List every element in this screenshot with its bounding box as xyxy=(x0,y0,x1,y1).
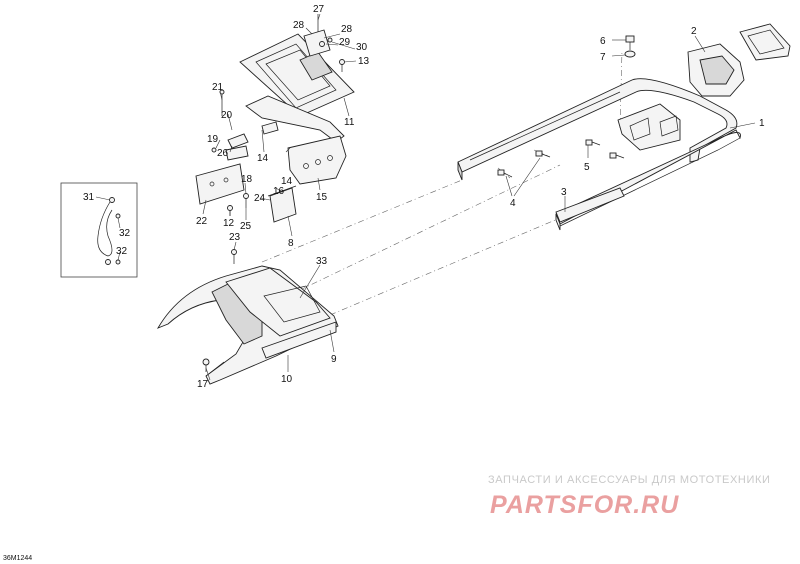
callout-32-upper: 32 xyxy=(119,228,131,239)
callout-labels: 1 2 3 4 5 6 7 8 9 10 11 12 13 14 14 15 1… xyxy=(83,4,765,390)
part-3-lower-tube xyxy=(555,187,625,223)
callout-18: 18 xyxy=(241,174,253,185)
callout-25: 25 xyxy=(240,221,252,232)
parts-19-20-21-26 xyxy=(211,89,249,161)
callout-3: 3 xyxy=(561,187,567,198)
watermark-tagline: ЗАПЧАСТИ И АКСЕССУАРЫ ДЛЯ МОТОТЕХНИКИ xyxy=(488,474,770,486)
callout-24: 24 xyxy=(254,193,266,204)
bolts-4-5 xyxy=(497,139,625,178)
screw-23 xyxy=(231,249,237,264)
reference-code: 36M1244 xyxy=(3,555,32,562)
callout-8: 8 xyxy=(288,238,294,249)
callout-28-right: 28 xyxy=(341,24,353,35)
callout-17: 17 xyxy=(197,379,209,390)
callout-23: 23 xyxy=(229,232,241,243)
callout-7: 7 xyxy=(600,52,606,63)
leader-lines xyxy=(95,13,756,381)
screw-17 xyxy=(202,358,210,372)
callout-9: 9 xyxy=(331,354,337,365)
callout-12: 12 xyxy=(223,218,235,229)
screw-13 xyxy=(339,59,345,72)
callout-14-upper: 14 xyxy=(257,153,269,164)
callout-22: 22 xyxy=(196,216,208,227)
callout-30: 30 xyxy=(356,42,368,53)
callout-14-lower: 14 xyxy=(281,176,293,187)
parts-27-30-hardware xyxy=(303,14,333,57)
callout-19: 19 xyxy=(207,134,219,145)
callout-26: 26 xyxy=(217,148,229,159)
watermark-brand: PARTSFOR.RU xyxy=(490,491,679,519)
callout-4: 4 xyxy=(510,198,516,209)
callout-11: 11 xyxy=(344,117,355,128)
callout-33: 33 xyxy=(316,256,328,267)
callout-1: 1 xyxy=(759,118,765,129)
part-22-bracket xyxy=(195,163,245,205)
callout-2: 2 xyxy=(691,26,697,37)
callout-27: 27 xyxy=(313,4,325,15)
callout-32-lower: 32 xyxy=(116,246,128,257)
callout-20: 20 xyxy=(221,110,233,121)
callout-13: 13 xyxy=(358,56,370,67)
screws-12-18-25 xyxy=(227,193,249,216)
callout-10: 10 xyxy=(281,374,293,385)
callout-31: 31 xyxy=(83,192,95,203)
part-1-rear-bumper-frame xyxy=(457,78,741,231)
callout-29: 29 xyxy=(339,37,351,48)
callout-28-left: 28 xyxy=(293,20,305,31)
bolt-6-and-washer-7 xyxy=(624,35,636,58)
part-8-plate xyxy=(267,185,297,223)
callout-5: 5 xyxy=(584,162,590,173)
part-10-rear-fender xyxy=(156,265,339,385)
part-2-bracket xyxy=(687,23,791,97)
callout-15: 15 xyxy=(316,192,328,203)
part-15-light-housing xyxy=(287,135,347,185)
callout-16: 16 xyxy=(273,186,285,197)
callout-6: 6 xyxy=(600,36,606,47)
callout-21: 21 xyxy=(212,82,224,93)
